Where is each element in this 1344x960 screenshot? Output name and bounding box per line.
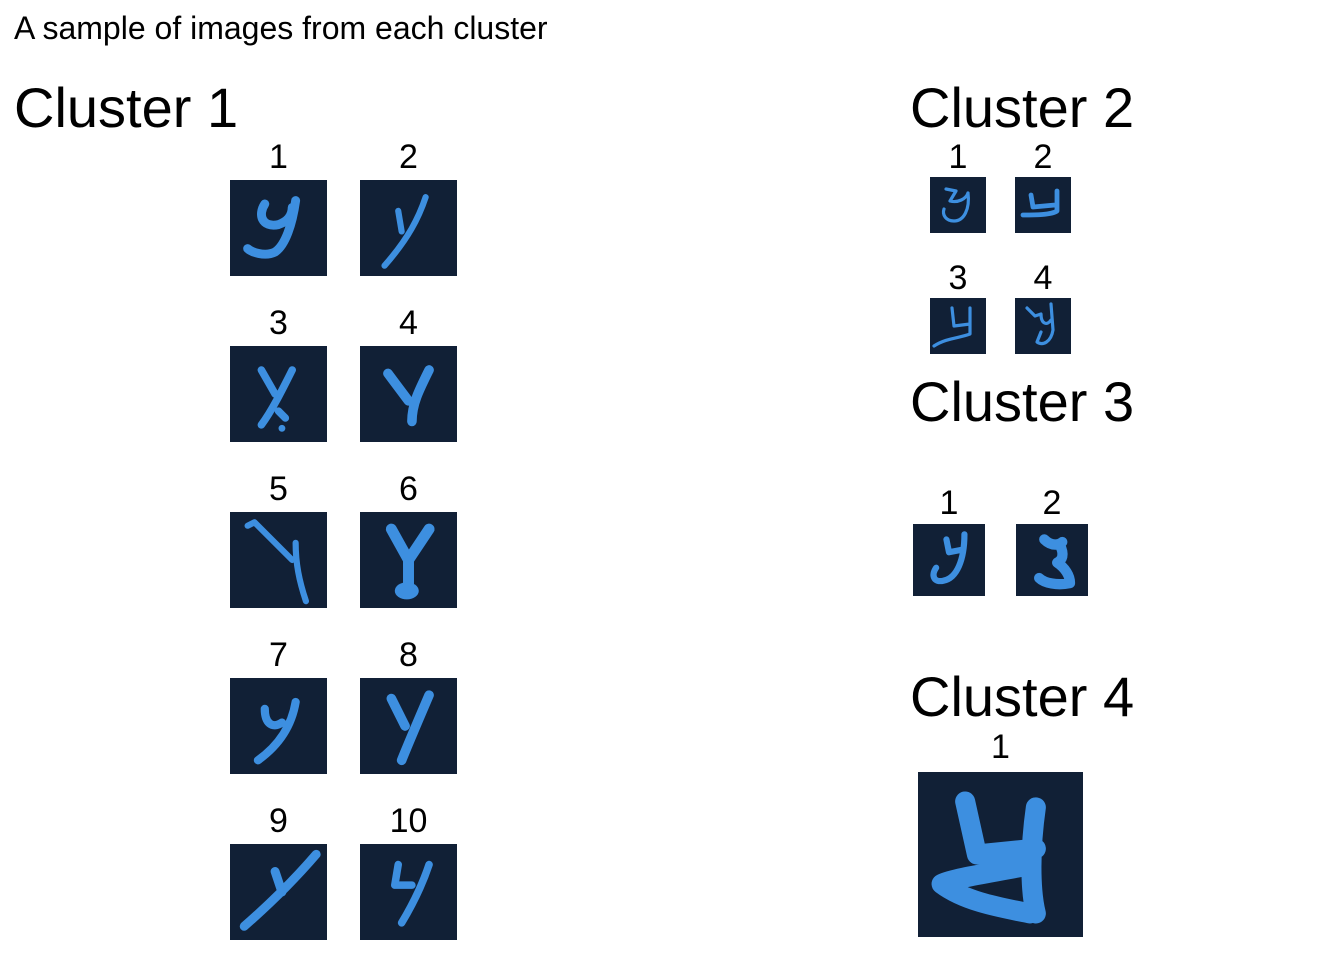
digit-image — [360, 678, 457, 774]
image-label: 2 — [1033, 138, 1053, 176]
image-label: 1 — [948, 138, 968, 176]
digit-image — [918, 772, 1083, 937]
cluster-4-heading: Cluster 4 — [910, 665, 1135, 728]
image-label: 2 — [1042, 484, 1062, 522]
digit-image — [913, 524, 985, 596]
digit-image — [360, 346, 457, 442]
cluster-4-image-1: 1 — [918, 730, 1083, 937]
cluster-1-image-2: 2 — [360, 140, 457, 276]
image-label: 2 — [399, 138, 418, 176]
image-label: 9 — [269, 802, 288, 840]
digit-image — [1015, 298, 1071, 354]
cluster-1-image-9: 9 — [230, 804, 327, 940]
image-label: 4 — [399, 304, 418, 342]
digit-image — [230, 346, 327, 442]
image-label: 10 — [389, 802, 428, 840]
image-label: 8 — [399, 636, 418, 674]
digit-image — [930, 177, 986, 233]
digit-image — [360, 512, 457, 608]
digit-image — [230, 512, 327, 608]
image-label: 1 — [991, 728, 1010, 766]
image-label: 7 — [269, 636, 288, 674]
digit-image — [230, 678, 327, 774]
digit-image — [360, 180, 457, 276]
cluster-1-image-5: 5 — [230, 472, 327, 608]
digit-image — [1015, 177, 1071, 233]
image-label: 5 — [269, 470, 288, 508]
cluster-1-image-1: 1 — [230, 140, 327, 276]
cluster-2-image-2: 2 — [1015, 140, 1071, 233]
image-label: 6 — [399, 470, 418, 508]
cluster-3-heading: Cluster 3 — [910, 370, 1135, 433]
digit-image — [930, 298, 986, 354]
digit-image — [360, 844, 457, 940]
cluster-3-image-1: 1 — [913, 486, 985, 596]
page-title: A sample of images from each cluster — [14, 10, 548, 46]
cluster-1-image-8: 8 — [360, 638, 457, 774]
cluster-1-image-4: 4 — [360, 306, 457, 442]
cluster-3-image-2: 2 — [1016, 486, 1088, 596]
image-label: 1 — [939, 484, 959, 522]
cluster-2-image-3: 3 — [930, 261, 986, 354]
cluster-1-heading: Cluster 1 — [14, 76, 239, 139]
cluster-1-image-7: 7 — [230, 638, 327, 774]
cluster-2-heading: Cluster 2 — [910, 76, 1135, 139]
digit-image — [1016, 524, 1088, 596]
image-label: 1 — [269, 138, 288, 176]
digit-image — [230, 844, 327, 940]
cluster-2-image-4: 4 — [1015, 261, 1071, 354]
image-label: 4 — [1033, 259, 1053, 297]
cluster-1-image-6: 6 — [360, 472, 457, 608]
cluster-1-image-10: 10 — [360, 804, 457, 940]
cluster-2-image-1: 1 — [930, 140, 986, 233]
cluster-1-image-3: 3 — [230, 306, 327, 442]
image-label: 3 — [269, 304, 288, 342]
digit-image — [230, 180, 327, 276]
image-label: 3 — [948, 259, 968, 297]
